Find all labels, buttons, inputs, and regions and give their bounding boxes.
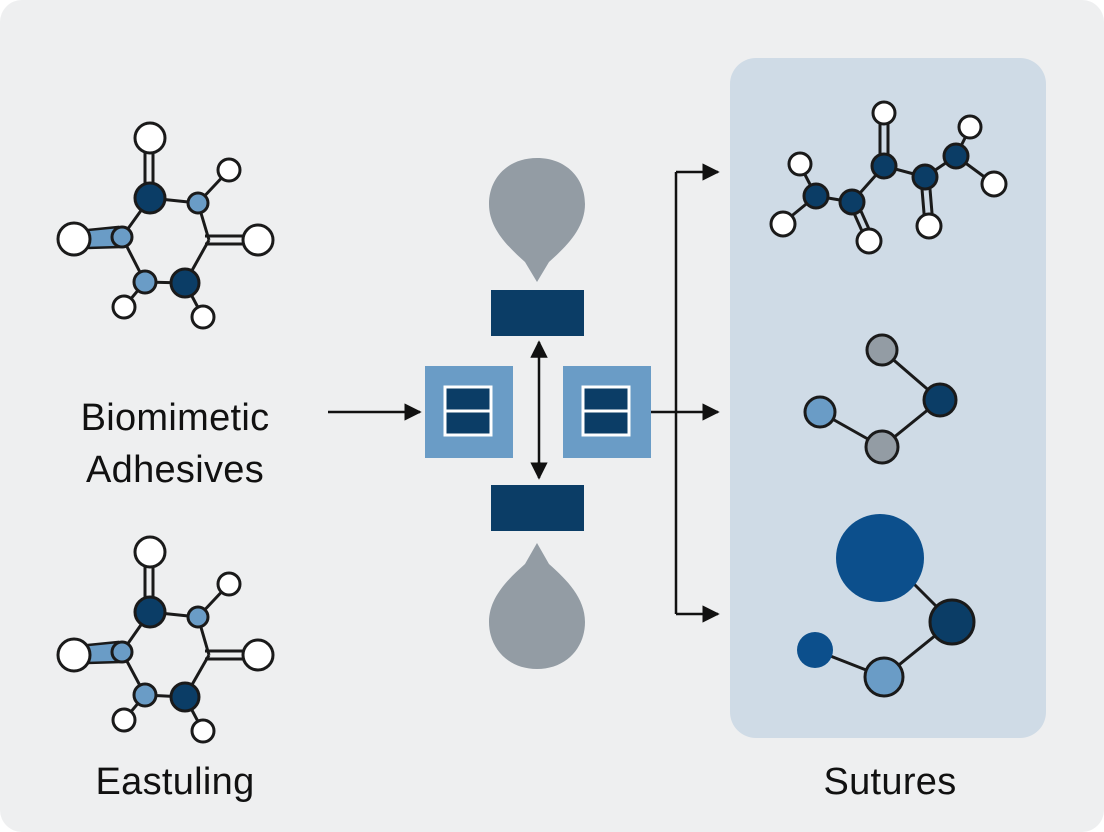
molecule-chain	[769, 100, 1008, 255]
molecule-small	[803, 333, 958, 465]
molecule-bottom-left	[56, 535, 275, 744]
biomimetic-adhesives-label: Biomimetic Adhesives	[40, 392, 310, 496]
bottom-plate	[491, 485, 584, 531]
molecule-top-left	[56, 121, 275, 330]
label-line-2: Adhesives	[85, 449, 265, 491]
bottom-droplet-icon	[489, 543, 585, 669]
sutures-panel	[730, 58, 1046, 738]
central-mechanism	[425, 158, 651, 669]
top-plate	[491, 290, 584, 336]
molecule-large	[797, 514, 976, 698]
top-droplet-icon	[489, 158, 585, 282]
label-line-1: Biomimetic	[80, 397, 270, 439]
sutures-label: Sutures	[823, 761, 957, 803]
output-arrows	[651, 163, 720, 623]
eastuling-label: Eastuling	[95, 761, 255, 803]
